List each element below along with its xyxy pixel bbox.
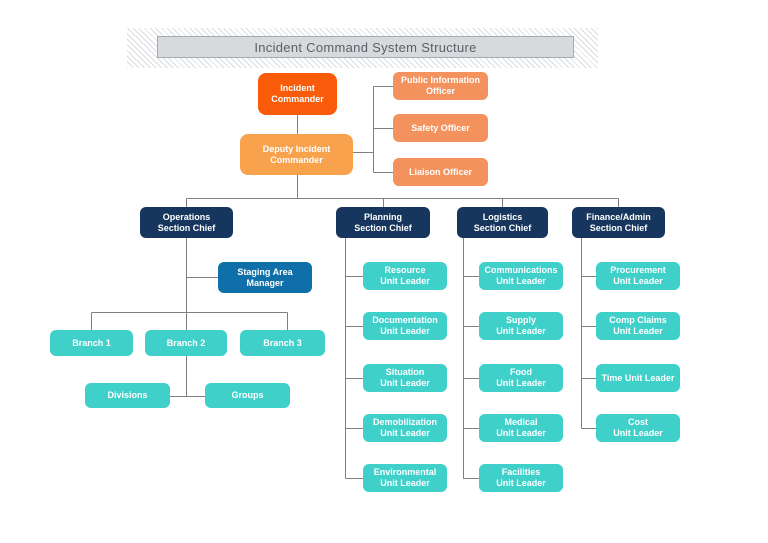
org-node-finance-admin-section-chief: Finance/Admin Section Chief	[572, 207, 665, 238]
org-node-demobilization-unit-leader: Demobilization Unit Leader	[363, 414, 447, 442]
org-node-communications-unit-leader: Communications Unit Leader	[479, 262, 563, 290]
org-node-environmental-unit-leader: Environmental Unit Leader	[363, 464, 447, 492]
org-node-safety-officer: Safety Officer	[393, 114, 488, 142]
org-node-public-information-officer: Public Information Officer	[393, 72, 488, 100]
org-node-supply-unit-leader: Supply Unit Leader	[479, 312, 563, 340]
org-node-groups: Groups	[205, 383, 290, 408]
org-node-procurement-unit-leader: Procurement Unit Leader	[596, 262, 680, 290]
org-node-facilities-unit-leader: Facilities Unit Leader	[479, 464, 563, 492]
org-node-branch-2: Branch 2	[145, 330, 227, 356]
org-node-food-unit-leader: Food Unit Leader	[479, 364, 563, 392]
org-node-time-unit-leader: Time Unit Leader	[596, 364, 680, 392]
org-node-documentation-unit-leader: Documentation Unit Leader	[363, 312, 447, 340]
chart-title: Incident Command System Structure	[157, 36, 574, 58]
org-node-divisions: Divisions	[85, 383, 170, 408]
org-node-comp-claims-unit-leader: Comp Claims Unit Leader	[596, 312, 680, 340]
org-node-staging-area-manager: Staging Area Manager	[218, 262, 312, 293]
org-node-operations-section-chief: Operations Section Chief	[140, 207, 233, 238]
org-node-deputy-incident-commander: Deputy Incident Commander	[240, 134, 353, 175]
org-node-branch-1: Branch 1	[50, 330, 133, 356]
org-node-liaison-officer: Liaison Officer	[393, 158, 488, 186]
org-node-logistics-section-chief: Logistics Section Chief	[457, 207, 548, 238]
org-node-resource-unit-leader: Resource Unit Leader	[363, 262, 447, 290]
org-node-situation-unit-leader: Situation Unit Leader	[363, 364, 447, 392]
org-node-medical-unit-leader: Medical Unit Leader	[479, 414, 563, 442]
org-node-cost-unit-leader: Cost Unit Leader	[596, 414, 680, 442]
org-node-planning-section-chief: Planning Section Chief	[336, 207, 430, 238]
org-node-incident-commander: Incident Commander	[258, 73, 337, 115]
org-node-branch-3: Branch 3	[240, 330, 325, 356]
